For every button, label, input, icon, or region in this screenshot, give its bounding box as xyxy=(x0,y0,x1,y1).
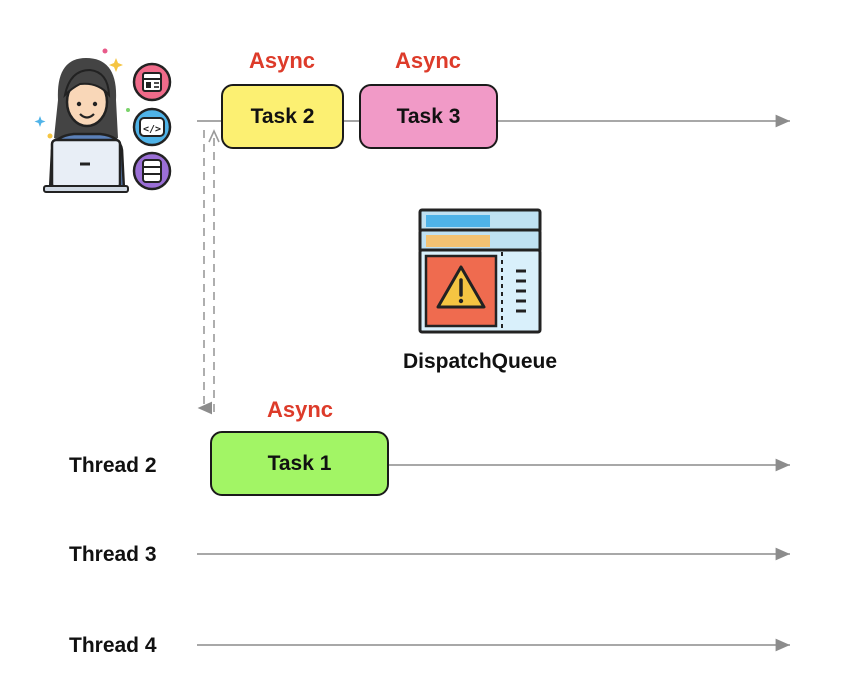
thread-4-label: Thread 4 xyxy=(69,634,157,657)
task-2-box: Task 2 xyxy=(221,84,344,149)
svg-text:</>: </> xyxy=(143,124,161,135)
dispatch-queue-warning-icon xyxy=(418,208,542,334)
developer-avatar-icon: </> xyxy=(34,48,172,193)
thread-2-label: Thread 2 xyxy=(69,454,157,477)
task-1-async-tag: Async xyxy=(266,397,334,422)
task-2-async-tag: Async xyxy=(248,48,316,73)
thread-3-label: Thread 3 xyxy=(69,543,157,566)
task-1-box: Task 1 xyxy=(210,431,389,496)
task-3-async-tag: Async xyxy=(394,48,462,73)
dispatch-up-arrowhead xyxy=(208,129,220,143)
dispatch-queue-label: DispatchQueue xyxy=(402,350,558,373)
task-3-box: Task 3 xyxy=(359,84,498,149)
